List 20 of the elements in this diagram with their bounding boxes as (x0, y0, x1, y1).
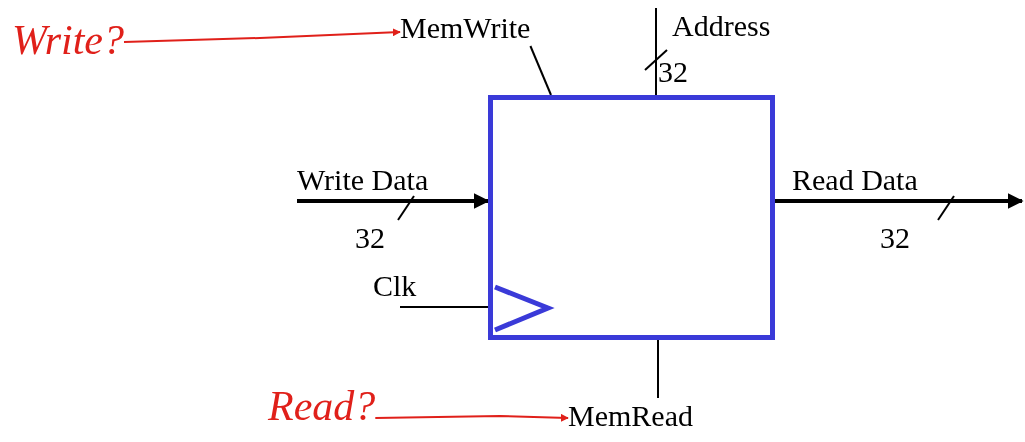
arrow (374, 413, 569, 422)
signal-line (529, 45, 552, 96)
handwritten-note: Write? (12, 16, 124, 64)
signal-name: Clk (373, 268, 417, 304)
signal-line (655, 7, 657, 96)
bus-width-label: 32 (880, 220, 910, 256)
bus-width-label: 32 (658, 54, 688, 90)
arrow (775, 193, 1024, 209)
memory-block (488, 95, 775, 340)
bus-width-label: 32 (355, 220, 385, 256)
signal-name: Write Data (297, 162, 429, 198)
signal-name: MemWrite (400, 10, 531, 46)
signal-line (657, 339, 659, 399)
signal-name: Address (672, 8, 771, 44)
handwritten-note: Read? (268, 382, 376, 430)
signal-line (399, 306, 489, 308)
arrow (297, 193, 490, 209)
signal-name: Read Data (792, 162, 918, 198)
signal-name: MemRead (568, 398, 693, 434)
arrow (123, 28, 401, 43)
